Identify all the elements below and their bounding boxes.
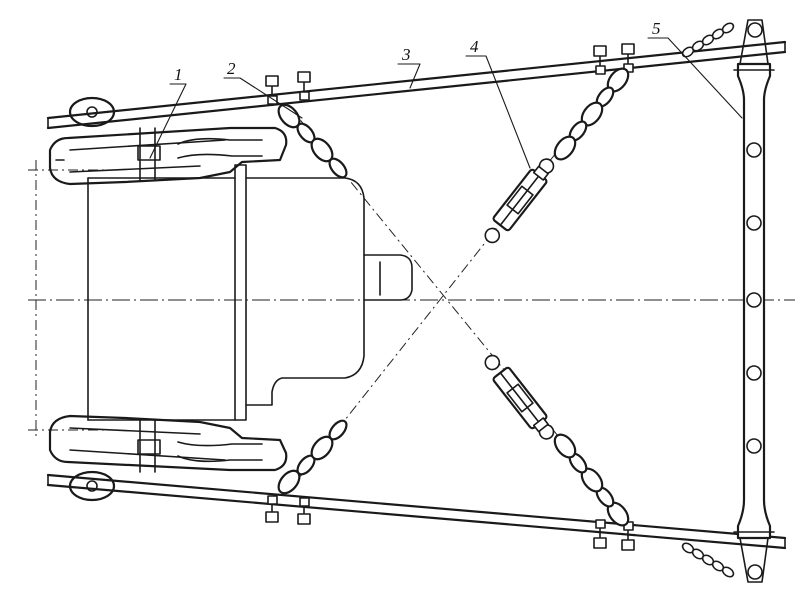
- chain-lower-rear: [553, 433, 630, 527]
- chain-lower-front: [277, 419, 348, 495]
- lower-link-lower: [46, 473, 787, 550]
- check-chain-lower: [681, 542, 735, 578]
- clamp-bolts-front-lower: [265, 495, 311, 525]
- callout-1: 1: [174, 65, 183, 84]
- hinge-clevis-lower: [48, 414, 288, 473]
- callout-4: 4: [470, 37, 479, 56]
- turnbuckle-upper: [484, 158, 555, 244]
- callout-5: 5: [652, 19, 661, 38]
- callout-2: 2: [227, 59, 236, 78]
- hinge-clevis-upper: [48, 126, 288, 186]
- chain-upper-front: [277, 103, 348, 179]
- check-chain-upper: [681, 22, 735, 58]
- tractor-housing: [87, 164, 413, 421]
- callout-3: 3: [401, 45, 411, 64]
- clamp-bolts-front-upper: [265, 71, 311, 105]
- rear-drawbar: [733, 19, 775, 583]
- turnbuckle-lower: [484, 354, 555, 440]
- callout-leaders: [149, 37, 743, 169]
- clamp-bolts-rear-lower: [593, 519, 635, 551]
- lower-link-upper: [46, 40, 787, 130]
- link-ball-ends: [68, 96, 116, 502]
- chain-upper-rear: [553, 67, 630, 161]
